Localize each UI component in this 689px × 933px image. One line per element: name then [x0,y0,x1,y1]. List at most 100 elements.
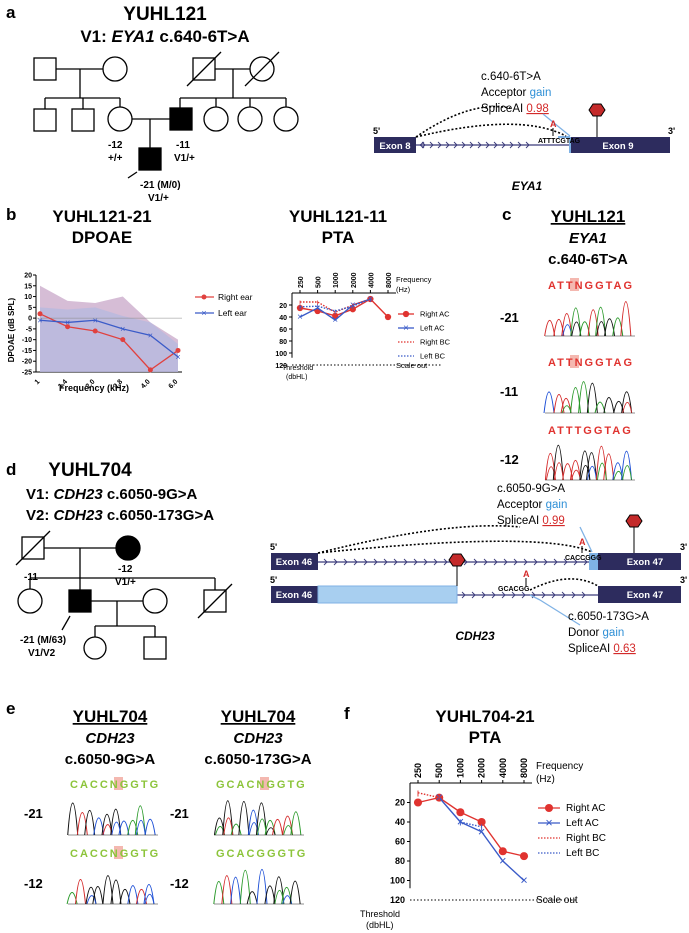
chromatograms-c: ATTNGGTAG -21 ATTNGGTAG -11 ATTTGGTAG -1… [500,278,635,481]
trace-peak [579,450,591,481]
pedigree-female [17,588,43,614]
pta-xtick-label: 250 [298,276,305,288]
exon47-box-1 [598,553,681,570]
trace-peak [620,301,632,337]
trace-peak [264,819,276,836]
id-c-21: -21 [500,310,519,325]
dpoae-xlabel: Frequency (kHz) [59,383,129,393]
trace-peak [622,465,632,481]
trace-peak [580,464,591,481]
pta-point-right-ac [498,847,507,856]
pta-ytick-label: 100 [275,351,287,358]
trace-peak [553,318,565,337]
pta-legend-marker [402,310,410,318]
trace-peak [596,462,607,481]
pta-legend-label: Right AC [566,803,605,814]
pta-b-freq1: Frequency [396,275,432,284]
panel-e-gene2: CDH23 [233,730,283,747]
dpoae-ytick-label: -15 [22,348,32,355]
trace-peak [586,452,598,481]
alt-base-a: A [550,119,557,129]
pedigree-male-affected-m21 [68,589,92,613]
five-prime: 5' [373,126,380,136]
five-prime-d2: 5' [270,575,277,585]
dpoae-ytick-label: -25 [22,370,32,377]
dpoae-xtick-label: 1.4 [57,378,69,390]
svg-text:×: × [201,308,206,318]
trace-peak [238,801,250,836]
three-prime-d2: 3' [680,575,687,585]
label-m11: -11 [176,140,190,151]
pta-point-right-ac [519,852,529,861]
effect-label-a: Acceptor gain [481,87,551,99]
dpoae-point-left: × [175,352,180,362]
pta-xtick-label: 1000 [455,758,465,778]
pta-f-title1: YUHL704-21 [435,707,534,726]
dpoae-xtick-label: 2.8 [112,378,124,390]
pta-point-left-ac: × [436,791,443,805]
trace-peak [144,893,155,905]
pta-point-left-ac: × [332,315,338,326]
pta-point-left-ac: × [297,312,303,323]
pta-point-bc: ı [334,306,336,316]
pta-legend-label: Left BC [566,848,599,859]
trace-peak [274,889,285,905]
legend-right-ear: Right ear [218,292,253,302]
pta-point-left-ac: × [315,303,321,314]
pedigree-d-v1: V1: CDH23 c.6050-9G>A [26,486,198,503]
dpoae-ytick-label: 5 [28,305,32,312]
trace-peak [621,391,633,414]
seq-a: ATTTCGTAG [538,138,581,145]
pta-xtick-label: 500 [434,763,444,778]
pta-ytick-label: 40 [279,315,287,322]
seq-e-4: GCACGGGTG [216,848,307,860]
pta-xtick-label: 8000 [386,272,393,288]
pta-point-bc: ı [369,294,371,304]
exon9-box [570,137,670,153]
pta-b-freq2: (Hz) [396,285,411,294]
pta-ytick-label: 80 [395,856,405,866]
pta-b-threshold1: Threshold [282,365,313,372]
trace-peak [578,381,590,414]
trace-peak [222,800,234,836]
dpoae-ytick-label: -10 [22,337,32,344]
dpoae-point-right [147,367,153,373]
pta-series-line [438,797,525,882]
trace-peak [621,451,633,481]
var1-effect: Acceptor gain [497,499,567,511]
id-c-11: -11 [500,384,518,399]
pta-legend-marker [544,803,554,813]
pta-point-bc: ı [299,297,301,307]
dpoae-ytick-label: 10 [24,294,32,301]
exon47-label-1: Exon 47 [627,557,663,568]
pta-legend-label: Left AC [566,818,599,829]
trace-peak [143,884,155,905]
pta-ytick-label: 60 [279,327,287,334]
pta-point-left-ac: × [478,825,485,839]
trace-peak [587,309,599,337]
var2-effect: Donor gain [568,627,624,639]
pedigree-female [273,106,299,132]
pta-ytick-label: 80 [279,339,287,346]
trace-peak [603,453,615,481]
genotype-d-m12: V1/+ [115,577,136,588]
label-d-m12: -12 [118,564,133,575]
trace-peak [544,319,556,337]
trace-peak [110,879,122,905]
trace-peak [230,823,242,836]
dpoae-point-right [37,311,43,317]
pta-xtick-label: 2000 [477,758,487,778]
trace-peak [134,805,146,836]
var1-seq: CACCGGG [565,555,602,562]
genotype-d-m21: V1/V2 [28,648,56,659]
pedigree-male-affected-m11 [169,107,193,131]
pta-series-line [300,298,371,313]
pta-ytick-label: 120 [275,363,287,370]
pta-f-threshold2: (dbHL) [366,920,394,930]
id-e-4: -12 [170,876,189,891]
dpoae-series-line [39,313,179,371]
pedigree-a-title: YUHL121 [123,4,207,25]
